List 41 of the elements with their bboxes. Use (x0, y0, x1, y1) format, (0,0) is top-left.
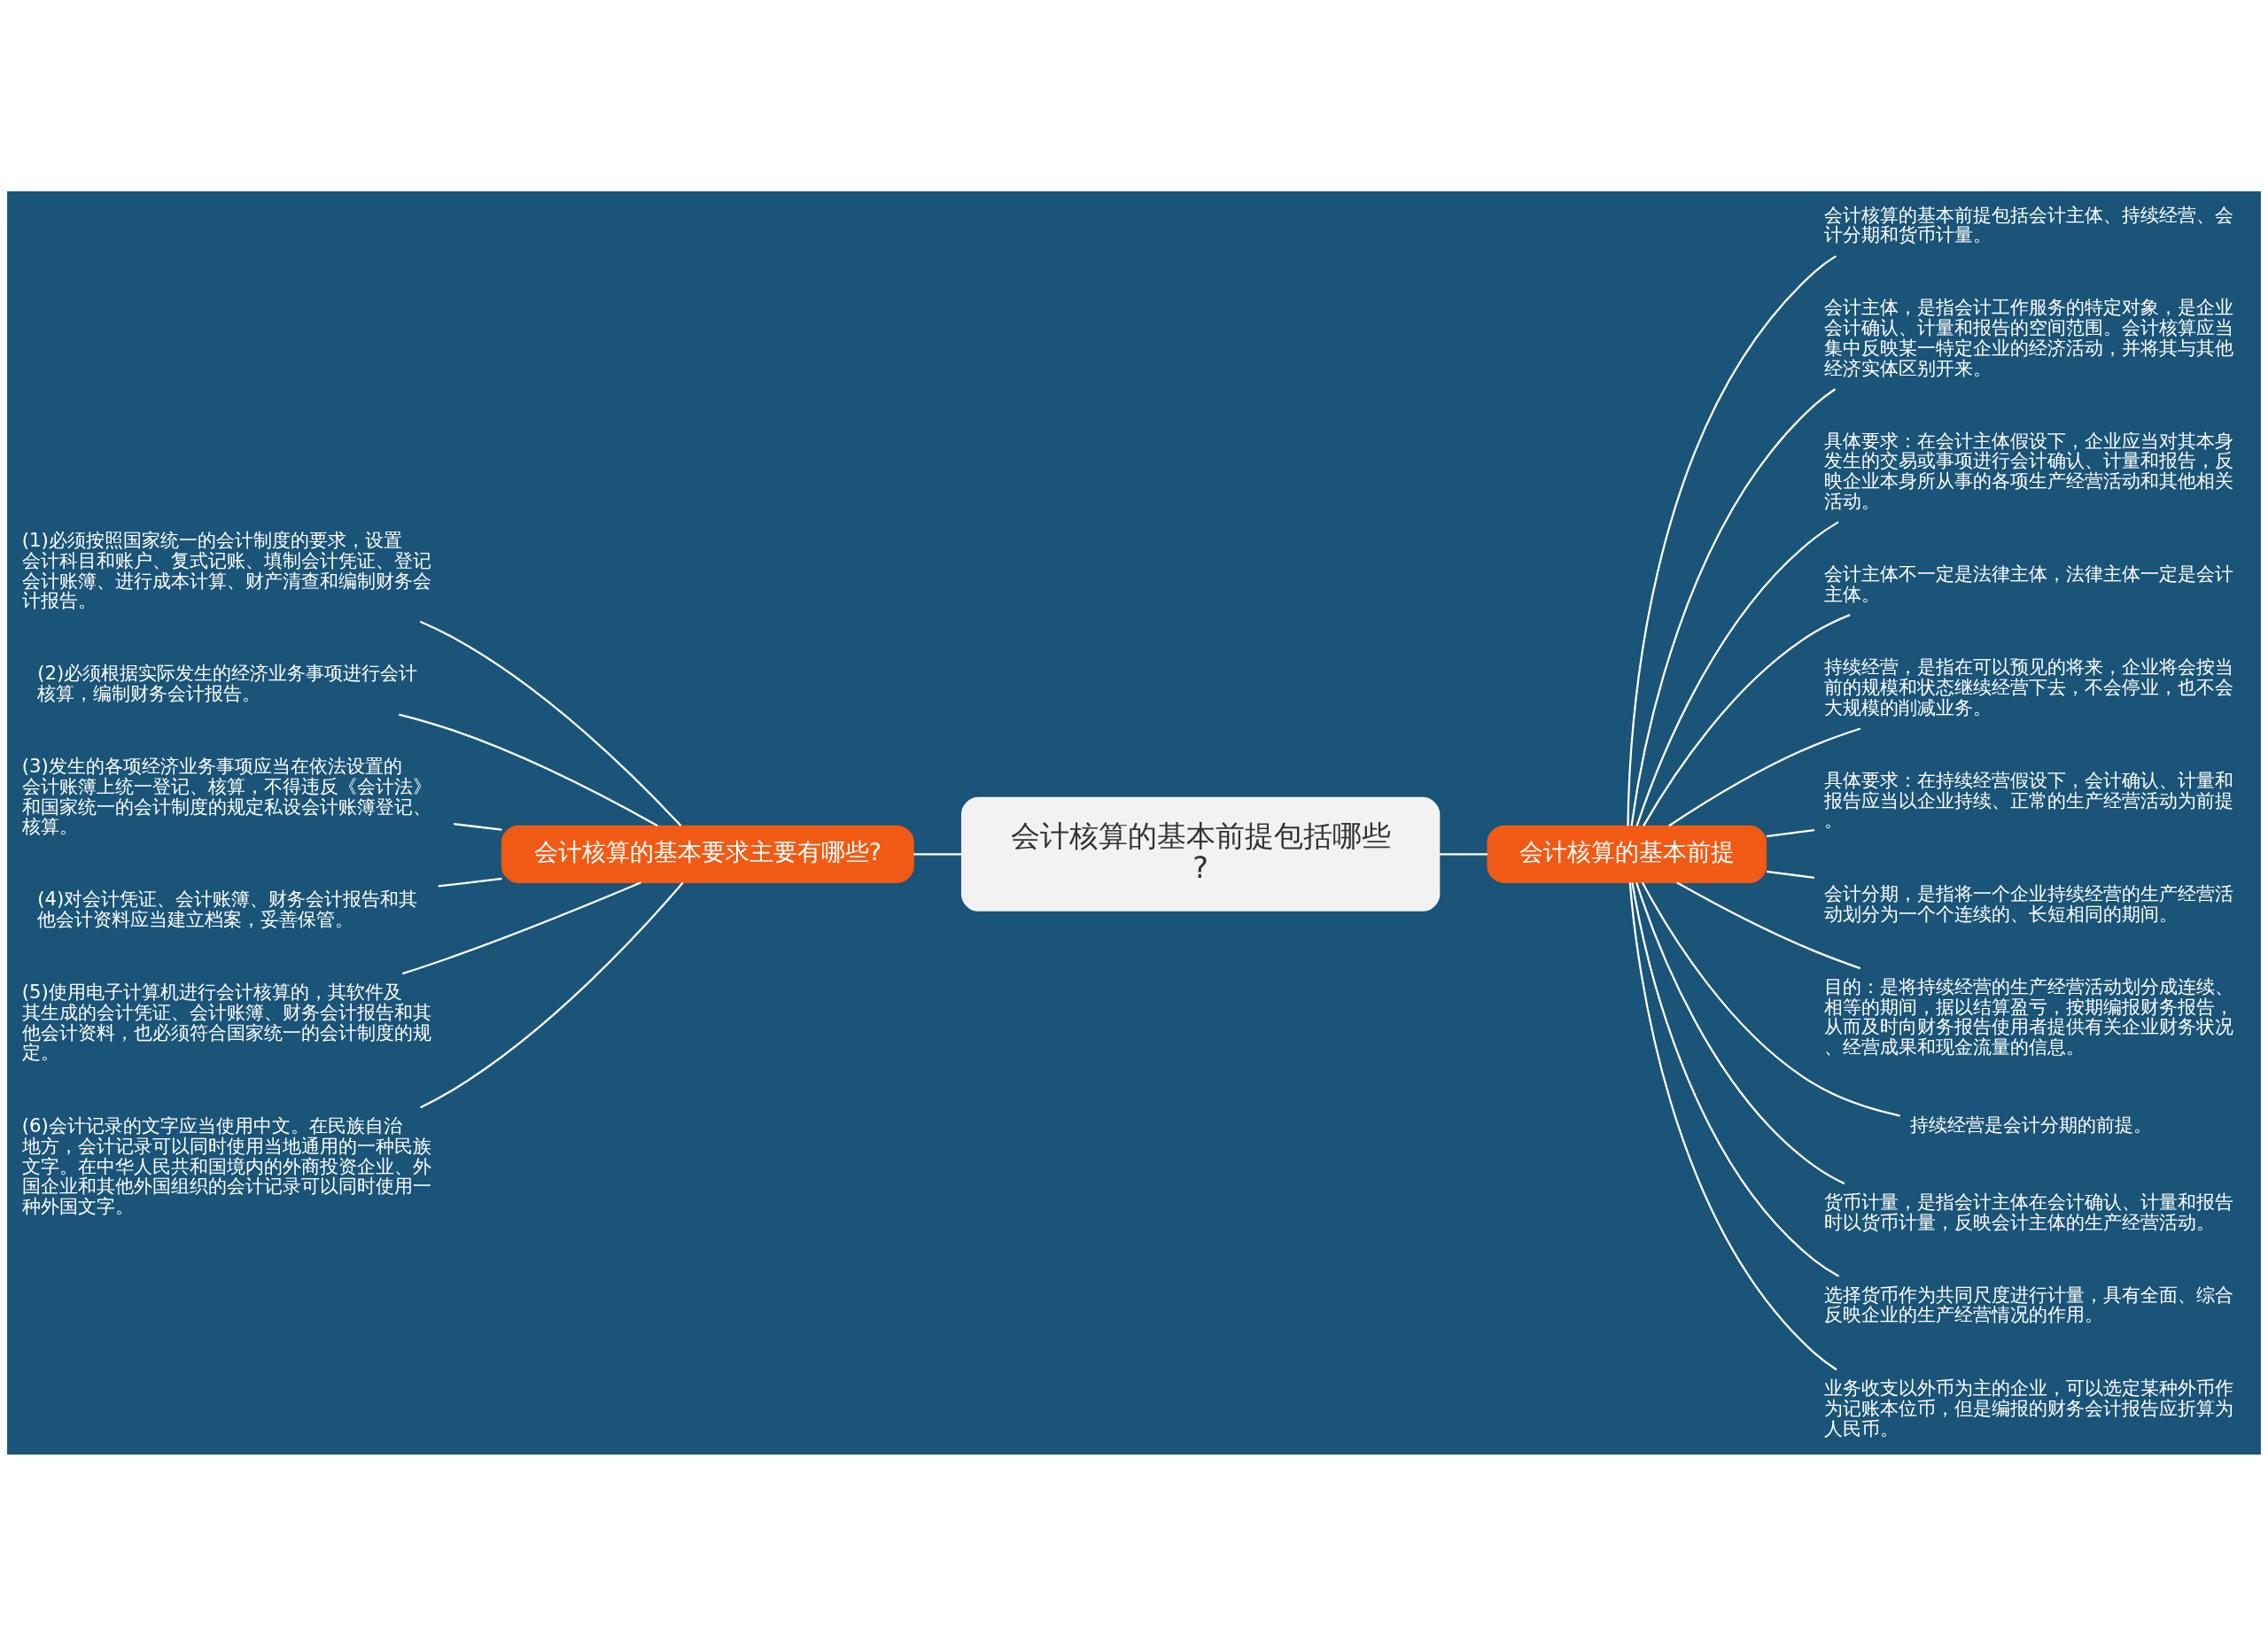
connector (1643, 613, 1851, 826)
connector (1631, 881, 1840, 1277)
node-box: 会计核算的基本前提 (1487, 825, 1767, 883)
node-text: (3)发生的各项经济业务事项应当在依法设置的会计账簿上统一登记、核算，不得违反《会计法》和国家统一的会计制度的规定私设会计账簿登记、核算。 (21, 754, 431, 837)
connector (1628, 882, 1837, 1370)
connector (1766, 870, 1814, 879)
node-text: 会计主体，是指会计工作服务的特定对象，是企业会计确认、计量和报告的空间范围。会计核算应当集中反映某一特定企业的经济活动，并将其与其他经济实体区别开来。 (1823, 295, 2233, 379)
node-text: 会计主体不一定是法律主体，法律主体一定是会计主体。 (1823, 562, 2233, 605)
node-text: 具体要求：在会计主体假设下，企业应当对其本身发生的交易或事项进行会计确认、计量和报告，反映企业本身所从事的各项生产经营活动和其他相关活动。 (1823, 429, 2233, 512)
node-text: (5)使用电子计算机进行会计核算的，其软件及其生成的会计凭证、会计账簿、财务会计报告和其他会计资料，也必须符合国家统一的会计制度的规定。 (21, 980, 431, 1063)
connector (399, 712, 658, 826)
connector (1440, 852, 1487, 855)
node-text: 具体要求：在持续经营假设下，会计确认、计量和报告应当以企业持续、正常的生产经营活动为前提。 (1823, 768, 2233, 831)
connector (419, 620, 682, 826)
connector (420, 881, 684, 1108)
node-text: (4)对会计凭证、会计账簿、财务会计报告和其他会计资料应当建立档案，妥善保管。 (37, 887, 418, 930)
connector (401, 881, 641, 974)
node-text: 选择货币作为共同尺度进行计量，具有全面、综合反映企业的生产经营情况的作用。 (1823, 1283, 2233, 1325)
node-text: 会计分期，是指将一个企业持续经营的生产经营活动划分为一个个连续的、长短相同的期间。 (1823, 881, 2233, 925)
connector (1766, 828, 1814, 837)
node-text: (6)会计记录的文字应当使用中文。在民族自治地方，会计记录可以同时使用当地通用的一种民族文字。在中华人民共和国境内的外商投资企业、外国企业和其他外国组织的会计记录可以同时使用一种外国文字。 (21, 1113, 431, 1217)
node-text: 业务收支以外币为主的企业，可以选定某种外币作为记账本位币，但是编报的财务会计报告应折算为人民币。 (1823, 1376, 2233, 1439)
node-text: 目的：是将持续经营的生产经营活动划分成连续、相等的期间，据以结算盈亏，按期编报财务报告，从而及时向财务报告使用者提供有关企业财务状况、经营成果和现金流量的信息。 (1823, 974, 2233, 1058)
connector (1641, 881, 1900, 1117)
connector (1635, 881, 1845, 1184)
node-text: (2)必须根据实际发生的经济业务事项进行会计核算，编制财务会计报告。 (37, 661, 418, 704)
connector (454, 822, 502, 831)
node-text: 货币计量，是指会计主体在会计确认、计量和报告时以货币计量，反映会计主体的生产经营活动。 (1823, 1190, 2233, 1233)
node-box: 会计核算的基本要求主要有哪些? (501, 825, 914, 883)
connector (1630, 387, 1837, 826)
node-box: 会计核算的基本前提包括哪些? (960, 796, 1441, 912)
connector (913, 852, 962, 855)
connector (1635, 520, 1839, 826)
connector (1668, 726, 1861, 826)
node-text: 会计核算的基本前提包括会计主体、持续经营、会计分期和货币计量。 (1823, 203, 2233, 245)
node-text: 持续经营是会计分期的前提。 (1909, 1113, 2152, 1136)
connector (1627, 254, 1837, 826)
connector (1676, 881, 1861, 969)
connector (438, 877, 502, 888)
node-text: (1)必须按照国家统一的会计制度的要求，设置会计科目和账户、复式记账、填制会计凭证、登记会计账簿、进行成本计算、财产清查和编制财务会计报告。 (21, 528, 431, 611)
node-text: 持续经营，是指在可以预见的将来，企业将会按当前的规模和状态继续经营下去，不会停业，也不会大规模的削减业务。 (1823, 655, 2233, 718)
